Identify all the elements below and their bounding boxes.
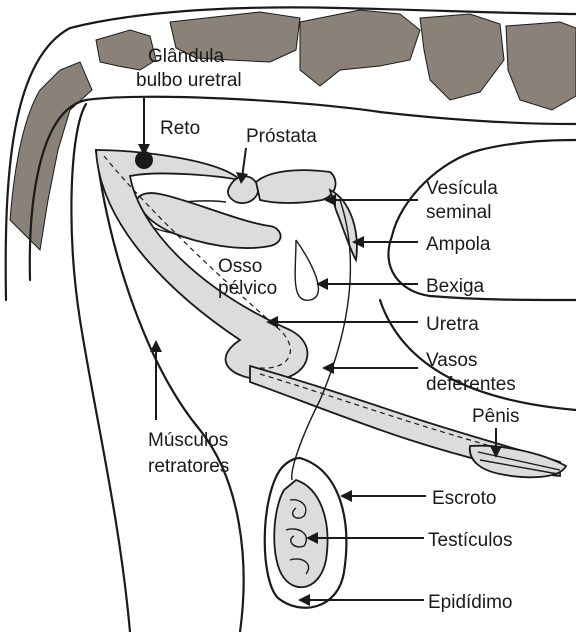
vertebra-shape <box>300 10 420 86</box>
scrotum <box>265 458 347 608</box>
pointer-escroto-head <box>340 490 352 502</box>
bladder-outline <box>295 240 318 300</box>
pointer-vasos-head <box>322 362 334 374</box>
vertebra-shape <box>420 14 504 100</box>
label-glandula-line2: bulbo uretral <box>136 70 242 91</box>
label-vesicula-line1: Vesícula <box>426 178 498 199</box>
label-glandula-line1: Glândula <box>148 46 224 67</box>
label-penis: Pênis <box>472 406 520 427</box>
label-bexiga: Bexiga <box>426 276 485 297</box>
seminal-vesicle <box>256 170 336 203</box>
testicle-shape <box>274 480 327 587</box>
label-testiculos: Testículos <box>428 530 512 551</box>
label-reto: Reto <box>160 118 200 139</box>
vertebra-shape <box>10 62 92 250</box>
bladder <box>295 240 318 300</box>
label-vasos-line1: Vasos <box>426 350 477 371</box>
pointer-epididimo-head <box>298 594 310 606</box>
penis <box>470 446 566 478</box>
vertebra-shape <box>96 30 156 70</box>
label-musculos-line1: Músculos <box>148 430 228 451</box>
label-ampola: Ampola <box>426 234 491 255</box>
label-prostata: Próstata <box>246 126 317 147</box>
vertebra-shape <box>506 22 576 110</box>
label-uretra: Uretra <box>426 314 479 335</box>
label-epididimo: Epidídimo <box>428 592 513 613</box>
label-vesicula-line2: seminal <box>426 202 491 223</box>
label-vasos-line2: deferentes <box>426 374 516 395</box>
label-escroto: Escroto <box>432 488 496 509</box>
label-osso-line2: pélvico <box>218 278 277 299</box>
pointer-musculos-head <box>150 340 162 352</box>
label-osso-line1: Osso <box>218 256 262 277</box>
label-musculos-line2: retratores <box>148 456 229 477</box>
